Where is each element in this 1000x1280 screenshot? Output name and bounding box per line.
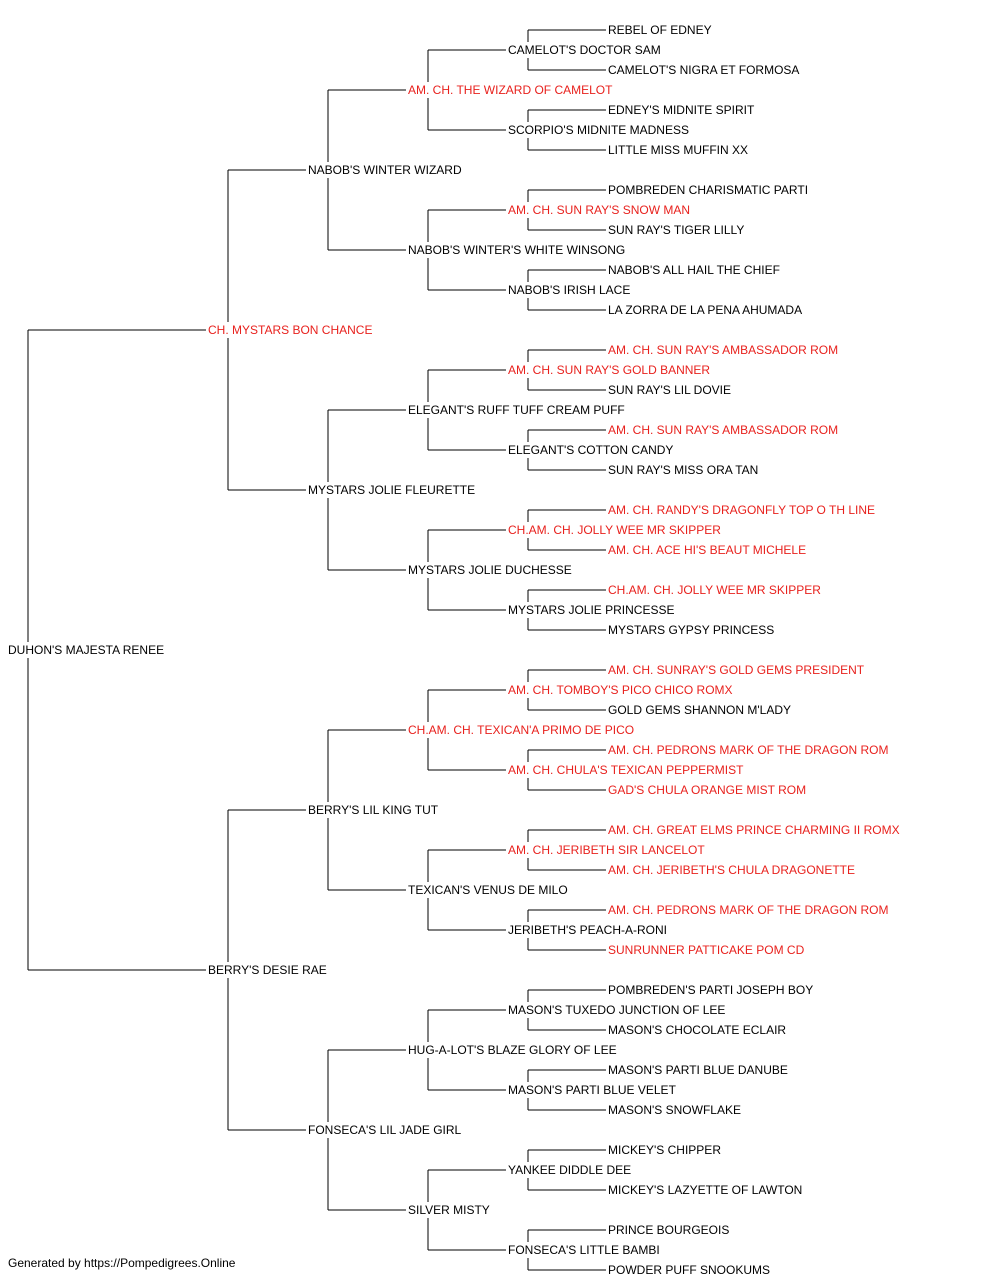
ancestor-name: CH.AM. CH. JOLLY WEE MR SKIPPER bbox=[508, 523, 721, 537]
ancestor-name: MASON'S PARTI BLUE DANUBE bbox=[608, 1063, 788, 1077]
ancestor-name: HUG-A-LOT'S BLAZE GLORY OF LEE bbox=[408, 1043, 617, 1057]
ancestor-name: MYSTARS JOLIE DUCHESSE bbox=[408, 563, 572, 577]
ancestor-name: AM. CH. SUN RAY'S SNOW MAN bbox=[508, 203, 690, 217]
ancestor-name: AM. CH. RANDY'S DRAGONFLY TOP O TH LINE bbox=[608, 503, 875, 517]
ancestor-name: AM. CH. CHULA'S TEXICAN PEPPERMIST bbox=[508, 763, 744, 777]
ancestor-name: AM. CH. TOMBOY'S PICO CHICO ROMX bbox=[508, 683, 733, 697]
ancestor-name: MASON'S PARTI BLUE VELET bbox=[508, 1083, 677, 1097]
ancestor-name: MYSTARS JOLIE PRINCESSE bbox=[508, 603, 674, 617]
ancestor-name: NABOB'S WINTER'S WHITE WINSONG bbox=[408, 243, 625, 257]
ancestor-name: AM. CH. PEDRONS MARK OF THE DRAGON ROM bbox=[608, 743, 888, 757]
ancestor-name: AM. CH. SUN RAY'S AMBASSADOR ROM bbox=[608, 343, 838, 357]
ancestor-name: AM. CH. THE WIZARD OF CAMELOT bbox=[408, 83, 613, 97]
ancestor-name: AM. CH. GREAT ELMS PRINCE CHARMING II RO… bbox=[608, 823, 900, 837]
ancestor-name: FONSECA'S LIL JADE GIRL bbox=[308, 1123, 462, 1137]
ancestor-name: ELEGANT'S RUFF TUFF CREAM PUFF bbox=[408, 403, 625, 417]
ancestor-name: AM. CH. JERIBETH SIR LANCELOT bbox=[508, 843, 705, 857]
ancestor-name: MYSTARS JOLIE FLEURETTE bbox=[308, 483, 475, 497]
ancestor-name: CAMELOT'S DOCTOR SAM bbox=[508, 43, 661, 57]
ancestor-name: AM. CH. PEDRONS MARK OF THE DRAGON ROM bbox=[608, 903, 888, 917]
ancestor-name: POWDER PUFF SNOOKUMS bbox=[608, 1263, 770, 1277]
ancestor-name: POMBREDEN CHARISMATIC PARTI bbox=[608, 183, 808, 197]
ancestor-name: GAD'S CHULA ORANGE MIST ROM bbox=[608, 783, 806, 797]
ancestor-name: SCORPIO'S MIDNITE MADNESS bbox=[508, 123, 689, 137]
ancestor-name: MASON'S TUXEDO JUNCTION OF LEE bbox=[508, 1003, 725, 1017]
ancestor-name: BERRY'S LIL KING TUT bbox=[308, 803, 439, 817]
ancestor-name: AM. CH. ACE HI'S BEAUT MICHELE bbox=[608, 543, 806, 557]
ancestor-name: TEXICAN'S VENUS DE MILO bbox=[408, 883, 568, 897]
ancestor-name: CH. MYSTARS BON CHANCE bbox=[208, 323, 372, 337]
ancestor-name: SUN RAY'S MISS ORA TAN bbox=[608, 463, 758, 477]
ancestor-name: LITTLE MISS MUFFIN XX bbox=[608, 143, 748, 157]
ancestor-name: NABOB'S ALL HAIL THE CHIEF bbox=[608, 263, 780, 277]
ancestor-name: MICKEY'S CHIPPER bbox=[608, 1143, 721, 1157]
ancestor-name: MYSTARS GYPSY PRINCESS bbox=[608, 623, 774, 637]
ancestor-name: CAMELOT'S NIGRA ET FORMOSA bbox=[608, 63, 799, 77]
ancestor-name: NABOB'S IRISH LACE bbox=[508, 283, 630, 297]
ancestor-name: JERIBETH'S PEACH-A-RONI bbox=[508, 923, 667, 937]
ancestor-name: REBEL OF EDNEY bbox=[608, 23, 712, 37]
ancestor-name: NABOB'S WINTER WIZARD bbox=[308, 163, 462, 177]
ancestor-name: CH.AM. CH. JOLLY WEE MR SKIPPER bbox=[608, 583, 821, 597]
ancestor-name: SUN RAY'S TIGER LILLY bbox=[608, 223, 744, 237]
ancestor-name: AM. CH. SUNRAY'S GOLD GEMS PRESIDENT bbox=[608, 663, 865, 677]
ancestor-name: MASON'S CHOCOLATE ECLAIR bbox=[608, 1023, 786, 1037]
ancestor-name: GOLD GEMS SHANNON M'LADY bbox=[608, 703, 791, 717]
ancestor-name: AM. CH. SUN RAY'S AMBASSADOR ROM bbox=[608, 423, 838, 437]
ancestor-name: MICKEY'S LAZYETTE OF LAWTON bbox=[608, 1183, 802, 1197]
ancestor-name: SUN RAY'S LIL DOVIE bbox=[608, 383, 731, 397]
ancestor-name: SUNRUNNER PATTICAKE POM CD bbox=[608, 943, 805, 957]
ancestor-name: CH.AM. CH. TEXICAN'A PRIMO DE PICO bbox=[408, 723, 634, 737]
ancestor-name: ELEGANT'S COTTON CANDY bbox=[508, 443, 673, 457]
footer-credit: Generated by https://Pompedigrees.Online bbox=[8, 1256, 236, 1270]
subject-dog-name: DUHON'S MAJESTA RENEE bbox=[8, 643, 164, 657]
ancestor-name: SILVER MISTY bbox=[408, 1203, 490, 1217]
ancestor-name: AM. CH. SUN RAY'S GOLD BANNER bbox=[508, 363, 710, 377]
ancestor-name: MASON'S SNOWFLAKE bbox=[608, 1103, 741, 1117]
ancestor-name: YANKEE DIDDLE DEE bbox=[508, 1163, 631, 1177]
ancestor-name: POMBREDEN'S PARTI JOSEPH BOY bbox=[608, 983, 813, 997]
ancestor-name: BERRY'S DESIE RAE bbox=[208, 963, 327, 977]
ancestor-name: AM. CH. JERIBETH'S CHULA DRAGONETTE bbox=[608, 863, 855, 877]
ancestor-name: PRINCE BOURGEOIS bbox=[608, 1223, 729, 1237]
ancestor-name: LA ZORRA DE LA PENA AHUMADA bbox=[608, 303, 802, 317]
ancestor-name: EDNEY'S MIDNITE SPIRIT bbox=[608, 103, 755, 117]
ancestor-name: FONSECA'S LITTLE BAMBI bbox=[508, 1243, 660, 1257]
